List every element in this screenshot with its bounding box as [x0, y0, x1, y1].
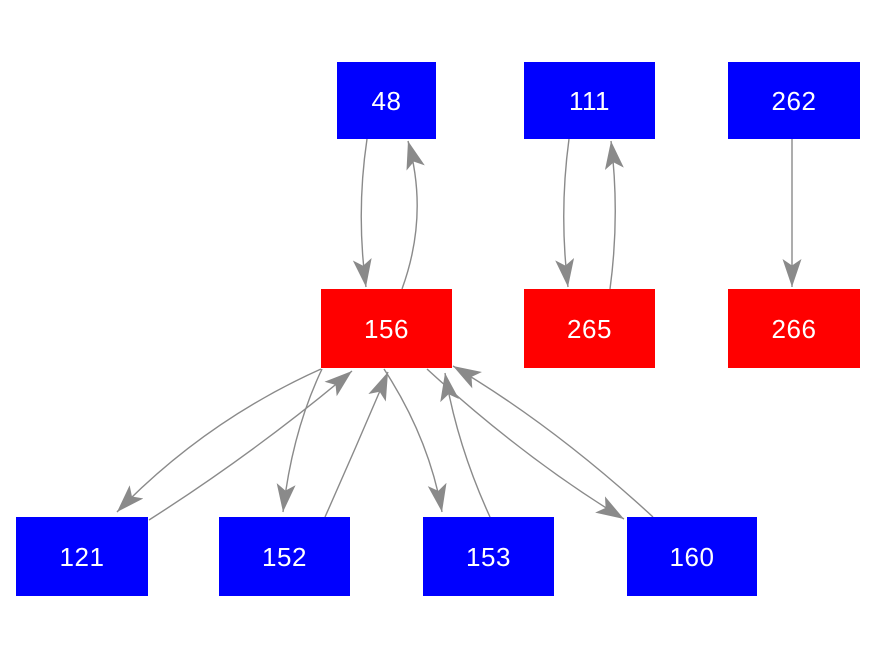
node-label: 48 [371, 85, 402, 116]
edge-265-111 [604, 140, 624, 290]
node-265[interactable]: 265 [524, 289, 655, 368]
edge-156-152 [276, 368, 323, 513]
node-label: 266 [771, 313, 817, 344]
edge-160-156 [452, 365, 654, 518]
node-153[interactable]: 153 [423, 517, 554, 596]
edge-48-156 [352, 138, 372, 288]
node-266[interactable]: 266 [728, 289, 860, 368]
edge-156-121 [116, 368, 322, 513]
node-label: 265 [567, 313, 612, 344]
edge-156-160 [426, 368, 625, 520]
node-label: 121 [59, 541, 105, 572]
node-262[interactable]: 262 [728, 62, 860, 139]
node-label: 153 [466, 541, 511, 572]
node-152[interactable]: 152 [219, 517, 350, 596]
node-160[interactable]: 160 [627, 517, 757, 596]
node-111[interactable]: 111 [524, 62, 655, 139]
edge-111-265 [555, 138, 575, 288]
edge-153-156 [440, 372, 491, 518]
edges-group [116, 138, 802, 521]
edge-156-153 [383, 368, 447, 513]
node-label: 152 [262, 541, 307, 572]
node-156[interactable]: 156 [321, 289, 452, 368]
node-48[interactable]: 48 [337, 62, 436, 139]
edge-121-156 [148, 370, 353, 521]
edge-156-48 [401, 140, 425, 290]
node-label: 111 [568, 85, 611, 116]
edge-152-156 [324, 371, 389, 518]
node-label: 156 [364, 313, 409, 344]
node-121[interactable]: 121 [16, 517, 148, 596]
node-label: 160 [669, 541, 715, 572]
node-label: 262 [771, 85, 817, 116]
